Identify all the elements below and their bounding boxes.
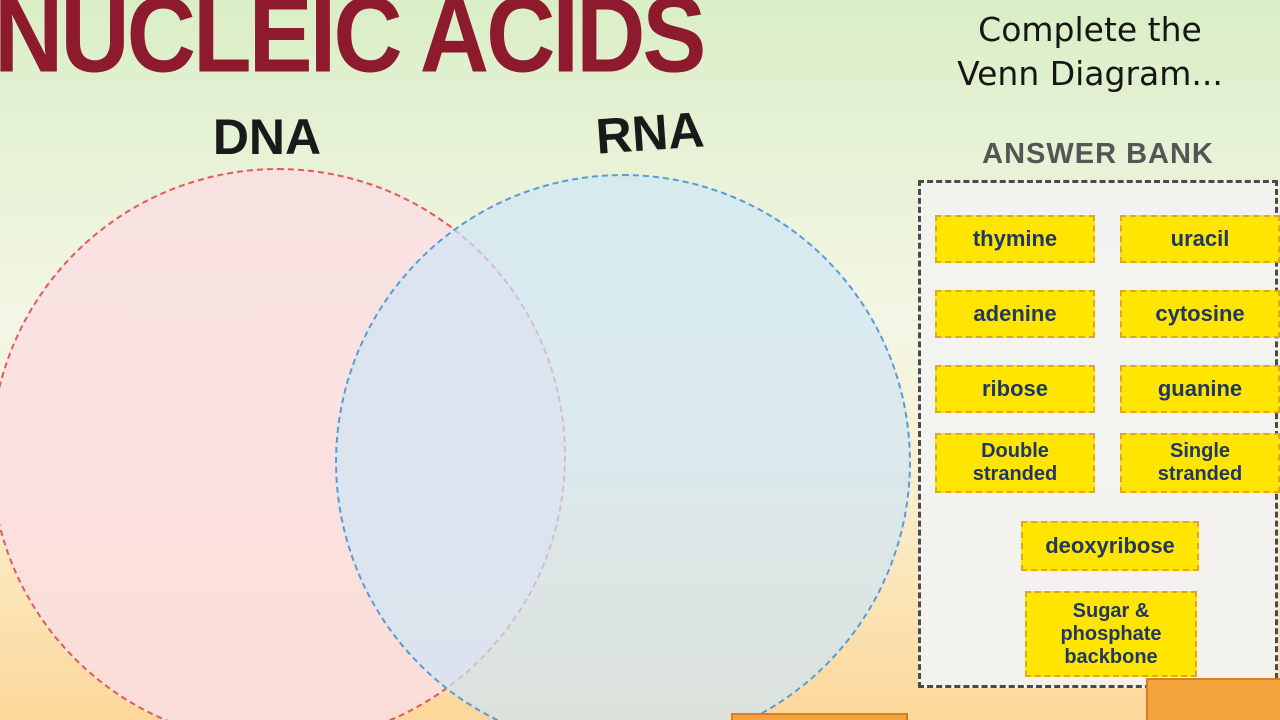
answer-chip-guanine[interactable]: guanine bbox=[1120, 365, 1280, 413]
rna-circle[interactable] bbox=[335, 174, 911, 720]
answer-bank-panel: thymine uracil adenine cytosine ribose g… bbox=[918, 180, 1280, 688]
answer-chip-deoxyribose[interactable]: deoxyribose bbox=[1021, 521, 1199, 571]
dna-label: DNA bbox=[212, 109, 322, 165]
answer-chip-ribose[interactable]: ribose bbox=[935, 365, 1095, 413]
answer-chip-adenine[interactable]: adenine bbox=[935, 290, 1095, 338]
bottom-center-shape bbox=[731, 713, 908, 720]
rna-label: RNA bbox=[594, 101, 706, 165]
answer-chip-cytosine[interactable]: cytosine bbox=[1120, 290, 1280, 338]
answer-chip-uracil[interactable]: uracil bbox=[1120, 215, 1280, 263]
answer-chip-thymine[interactable]: thymine bbox=[935, 215, 1095, 263]
answer-bank-title: ANSWER BANK bbox=[982, 138, 1214, 170]
answer-chip-sugar-phosphate-backbone[interactable]: Sugar & phosphate backbone bbox=[1025, 591, 1197, 677]
instruction-text: Complete the Venn Diagram... bbox=[957, 10, 1223, 93]
page-title: NUCLEIC ACIDS bbox=[0, 0, 706, 96]
answer-chip-single-stranded[interactable]: Single stranded bbox=[1120, 433, 1280, 493]
answer-chip-double-stranded[interactable]: Double stranded bbox=[935, 433, 1095, 493]
bottom-right-shape bbox=[1146, 678, 1280, 720]
